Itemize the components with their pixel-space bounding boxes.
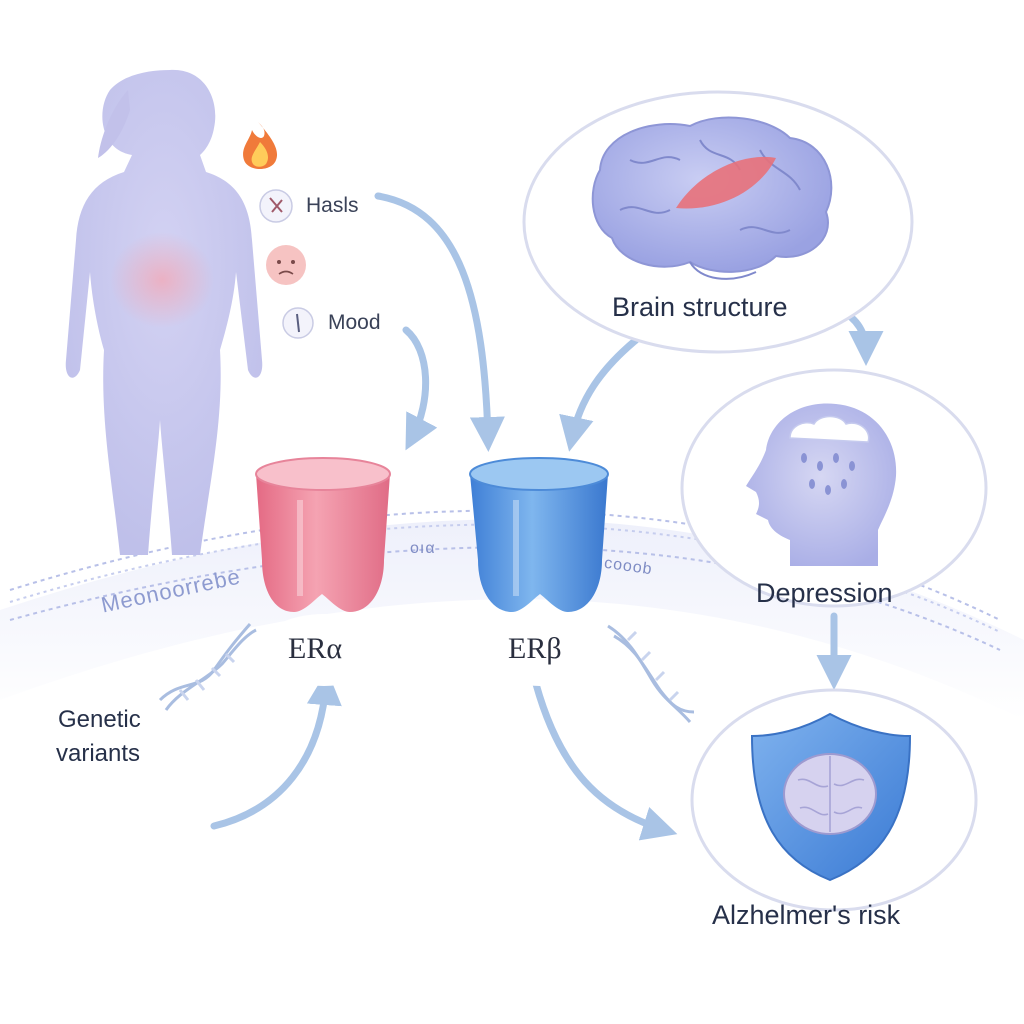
female-silhouette-icon [65,69,263,556]
rain-cloud-head-icon [746,403,897,566]
sad-face-icon [266,245,306,285]
er-alpha-receptor [255,457,391,612]
brain-icon [591,116,833,280]
mood-icon [282,307,314,339]
arrow-erb-to-alzheimers [532,680,678,841]
arrow-brain-to-erb [559,336,640,452]
brain-structure-bubble [522,90,914,354]
er-beta-receptor [469,457,609,612]
shield-brain-icon [750,712,912,882]
outcome-label-alzheimers: Alzhelmer's risk [712,900,901,930]
outcome-label-brain-structure: Brain structure [612,292,788,322]
era-label-halo [258,614,390,686]
symptom-label-mood: Mood [328,311,381,334]
outcome-label-depression: Depression [756,578,893,608]
dna-icon [607,624,695,723]
depression-bubble [680,368,988,608]
genetic-label-line1: Genetic [58,706,141,733]
receptor-label-beta: ERβ [508,632,562,665]
hot-flash-icon [259,189,293,223]
arrow-hasls-to-erb [374,192,505,452]
alzheimers-bubble [690,688,978,912]
flow-arrows [210,192,884,841]
symptom-label-hasls: Hasls [306,194,359,217]
dna-icon [158,623,257,711]
arrow-mood-to-era [402,326,438,451]
arrow-genetic-to-era [210,670,342,830]
erb-label-halo [478,614,602,686]
flame-icon [243,122,278,169]
membrane-label-mid: oıα [410,540,436,557]
receptor-label-alpha: ERα [288,632,343,665]
genetic-label-line2: variants [56,740,141,767]
